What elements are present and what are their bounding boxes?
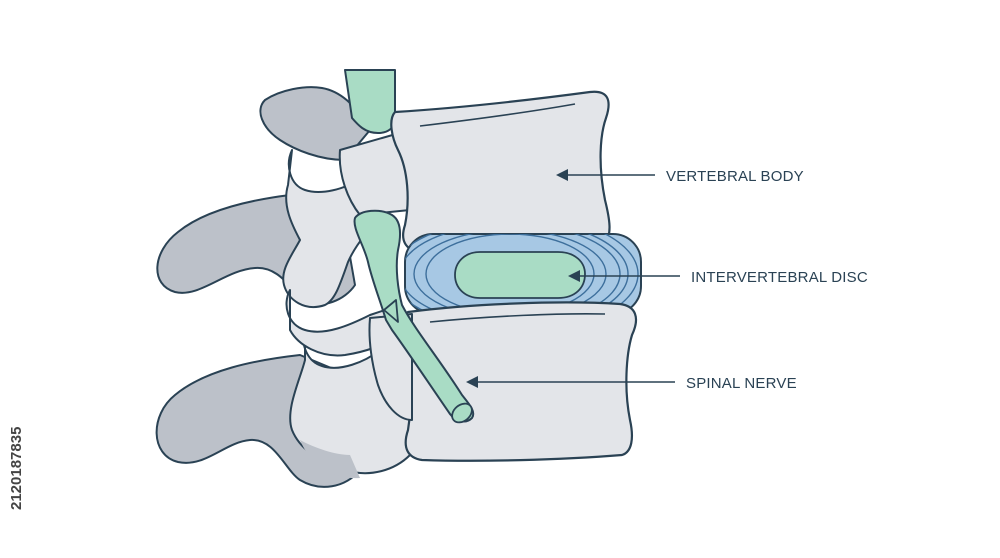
callouts: [466, 169, 680, 388]
intervertebral-disc: [404, 233, 642, 315]
upper-body-endplate-line: [419, 103, 576, 127]
spinal-nerve-branch: [383, 299, 399, 323]
disc-nucleus: [454, 251, 586, 299]
spinal-nerve-arrowhead: [466, 376, 478, 388]
intervertebral-disc-arrowhead: [568, 270, 580, 282]
stock-id-text: 2120187835: [8, 426, 25, 510]
stock-id: 2120187835: [8, 300, 28, 510]
lower-posterior-processes: [155, 329, 411, 488]
vertebral-body-arrowhead: [556, 169, 568, 181]
lower-body-endplate-line: [429, 313, 606, 323]
spinal-nerve-label: SPINAL NERVE: [686, 375, 797, 392]
upper-pedicle: [338, 129, 411, 216]
intervertebral-disc-label: INTERVERTEBRAL DISC: [691, 269, 868, 286]
spinal-nerve-tip: [451, 402, 473, 424]
vertebral-body-label: VERTEBRAL BODY: [666, 168, 804, 185]
